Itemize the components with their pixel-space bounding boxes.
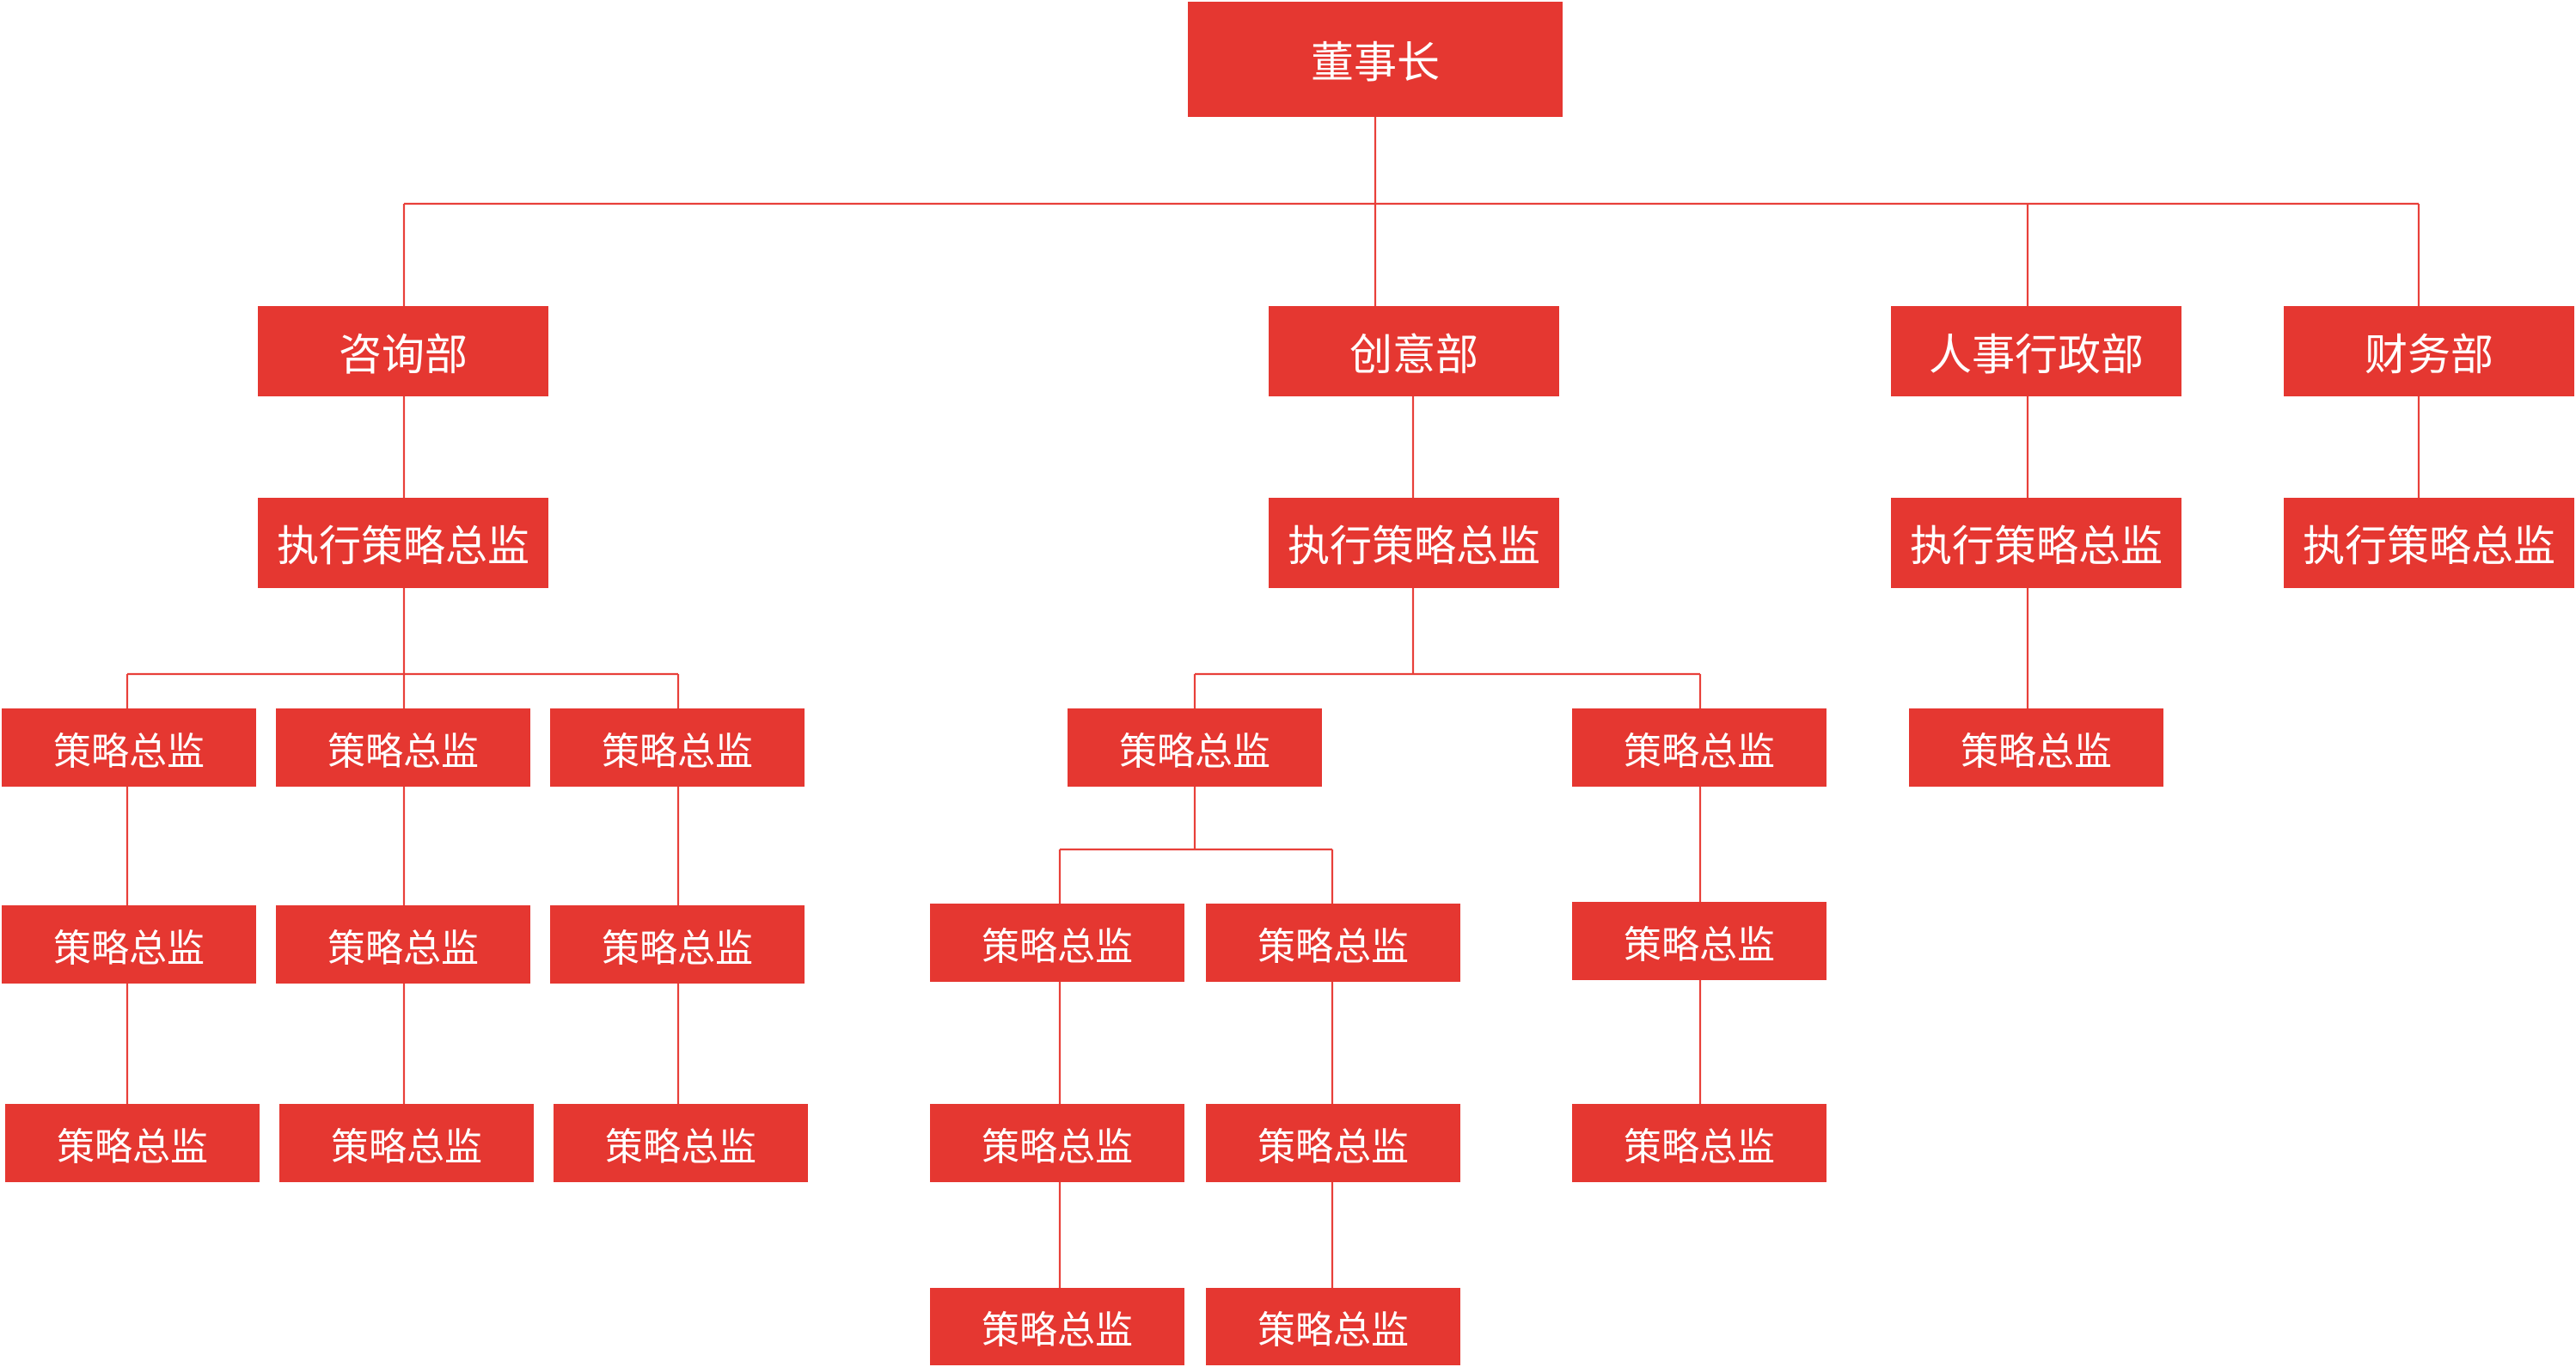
org-node-director: 策略总监 <box>554 1104 808 1182</box>
org-node-director: 策略总监 <box>1068 708 1322 787</box>
node-label: 策略总监 <box>57 1125 208 1169</box>
node-label: 策略总监 <box>1257 1125 1409 1169</box>
node-label: 策略总监 <box>602 729 753 774</box>
node-label: 策略总监 <box>605 1125 756 1169</box>
org-node-director: 策略总监 <box>930 1104 1184 1182</box>
node-label: 人事行政部 <box>1929 329 2144 380</box>
org-node-executive-hr-admin: 执行策略总监 <box>1891 498 2181 588</box>
node-label: 咨询部 <box>339 329 468 380</box>
org-node-director: 策略总监 <box>1206 1104 1460 1182</box>
org-node-director: 策略总监 <box>276 708 530 787</box>
org-node-department-finance: 财务部 <box>2284 306 2574 396</box>
node-label: 策略总监 <box>982 924 1133 969</box>
org-node-director: 策略总监 <box>930 1288 1184 1365</box>
org-node-director: 策略总监 <box>2 708 256 787</box>
node-label: 策略总监 <box>1624 729 1775 774</box>
org-node-director: 策略总监 <box>5 1104 260 1182</box>
org-node-department-consulting: 咨询部 <box>258 306 548 396</box>
node-label: 策略总监 <box>1257 924 1409 969</box>
node-label: 董事长 <box>1311 38 1440 88</box>
node-label: 策略总监 <box>1257 1309 1409 1352</box>
org-node-department-hr-admin: 人事行政部 <box>1891 306 2181 396</box>
org-node-department-creative: 创意部 <box>1269 306 1559 396</box>
node-label: 执行策略总监 <box>2302 522 2555 571</box>
org-node-executive-finance: 执行策略总监 <box>2284 498 2574 588</box>
node-label: 策略总监 <box>53 926 205 971</box>
node-label: 执行策略总监 <box>1909 522 2163 571</box>
org-node-chairman: 董事长 <box>1188 2 1563 117</box>
node-label: 策略总监 <box>982 1125 1133 1169</box>
org-node-executive-creative: 执行策略总监 <box>1269 498 1559 588</box>
org-node-director: 策略总监 <box>550 708 805 787</box>
org-node-director: 策略总监 <box>550 905 805 984</box>
node-label: 策略总监 <box>602 926 753 971</box>
node-label: 策略总监 <box>327 729 479 774</box>
node-label: 财务部 <box>2365 329 2493 380</box>
org-node-director: 策略总监 <box>1572 708 1826 787</box>
node-label: 策略总监 <box>1624 1125 1775 1169</box>
org-node-director: 策略总监 <box>1206 1288 1460 1365</box>
org-node-director: 策略总监 <box>1206 904 1460 982</box>
org-node-director: 策略总监 <box>930 904 1184 982</box>
org-node-director: 策略总监 <box>279 1104 534 1182</box>
org-node-director: 策略总监 <box>276 905 530 984</box>
org-node-director: 策略总监 <box>1909 708 2163 787</box>
org-node-director: 策略总监 <box>1572 1104 1826 1182</box>
org-node-executive-consulting: 执行策略总监 <box>258 498 548 588</box>
node-label: 策略总监 <box>1961 729 2112 774</box>
node-label: 策略总监 <box>53 729 205 774</box>
node-label: 策略总监 <box>331 1125 482 1169</box>
node-label: 执行策略总监 <box>1287 522 1540 571</box>
org-node-director: 策略总监 <box>2 905 256 984</box>
node-label: 策略总监 <box>1119 729 1270 774</box>
node-label: 执行策略总监 <box>276 522 529 571</box>
org-node-director: 策略总监 <box>1572 902 1826 980</box>
node-label: 策略总监 <box>1624 923 1775 967</box>
node-label: 策略总监 <box>327 926 479 971</box>
node-label: 策略总监 <box>982 1309 1133 1352</box>
node-label: 创意部 <box>1349 329 1478 380</box>
